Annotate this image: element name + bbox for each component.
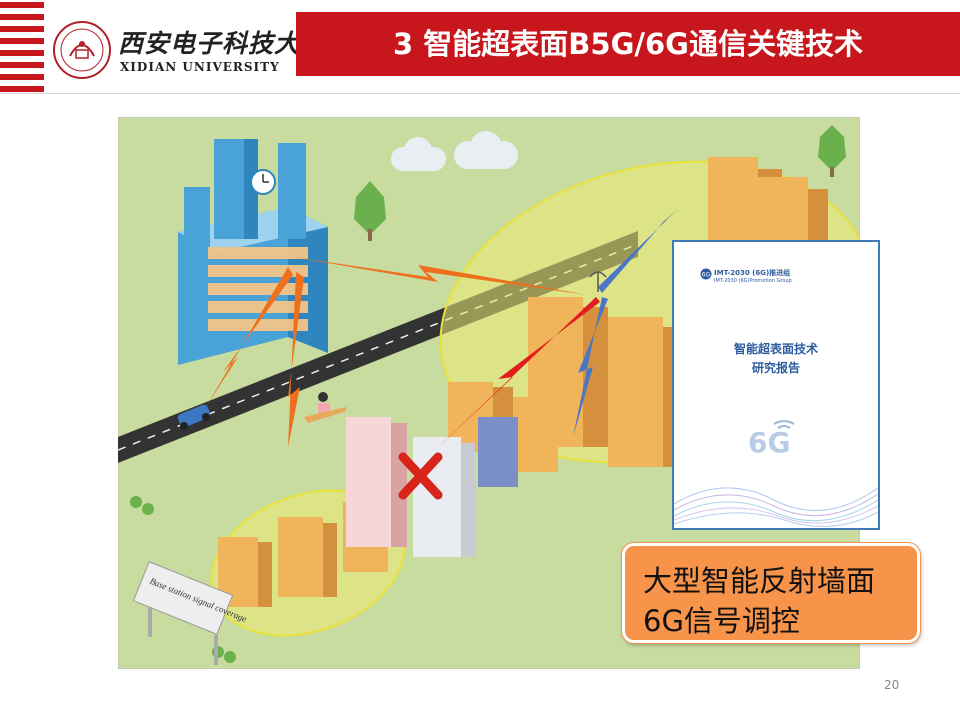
6g-logo-icon: 6G	[748, 420, 795, 458]
report-title-line1: 智能超表面技术	[733, 342, 818, 356]
report-title: 智能超表面技术 研究报告	[674, 340, 878, 378]
callout-line1: 大型智能反射墙面	[643, 564, 876, 598]
blocked-signal-mark	[398, 452, 443, 500]
report-title-line2: 研究报告	[751, 361, 800, 375]
header-divider	[0, 93, 960, 94]
report-org-en: IMT-2030 (6G)Promotion Group	[714, 278, 792, 284]
person-icon	[304, 392, 346, 423]
university-seal-icon	[53, 21, 111, 79]
page-number: 20	[884, 678, 900, 692]
6g-logo-text: 6G	[748, 426, 790, 458]
callout-line2: 6G信号调控	[643, 604, 800, 638]
car-icon	[177, 404, 211, 430]
office-tower	[178, 139, 328, 365]
slide-title: 3 智能超表面B5G/6G通信关键技术	[393, 27, 863, 61]
report-org-cn: IMT-2030 (6G)推进组	[714, 269, 791, 277]
org-logo-icon: 6G	[700, 268, 712, 280]
base-station-antenna	[589, 271, 607, 292]
university-name-cn: 西安电子科技大学	[118, 29, 327, 58]
report-wave-decoration	[674, 487, 878, 527]
signal-links-red	[433, 297, 600, 452]
trees	[130, 125, 846, 663]
signal-links-blue	[573, 209, 678, 437]
university-logo: 西安电子科技大学 XIDIAN UNIVERSITY	[48, 14, 325, 84]
svg-text:6G: 6G	[702, 272, 711, 279]
red-stripes-decoration	[0, 0, 44, 96]
signal-links-orange	[206, 257, 588, 447]
report-cover-card: 6G IMT-2030 (6G)推进组 IMT-2030 (6G)Promoti…	[672, 240, 880, 530]
title-bar: 3 智能超表面B5G/6G通信关键技术	[296, 12, 960, 76]
callout-box: 大型智能反射墙面 6G信号调控	[622, 543, 920, 643]
university-name-en: XIDIAN UNIVERSITY	[120, 60, 280, 74]
